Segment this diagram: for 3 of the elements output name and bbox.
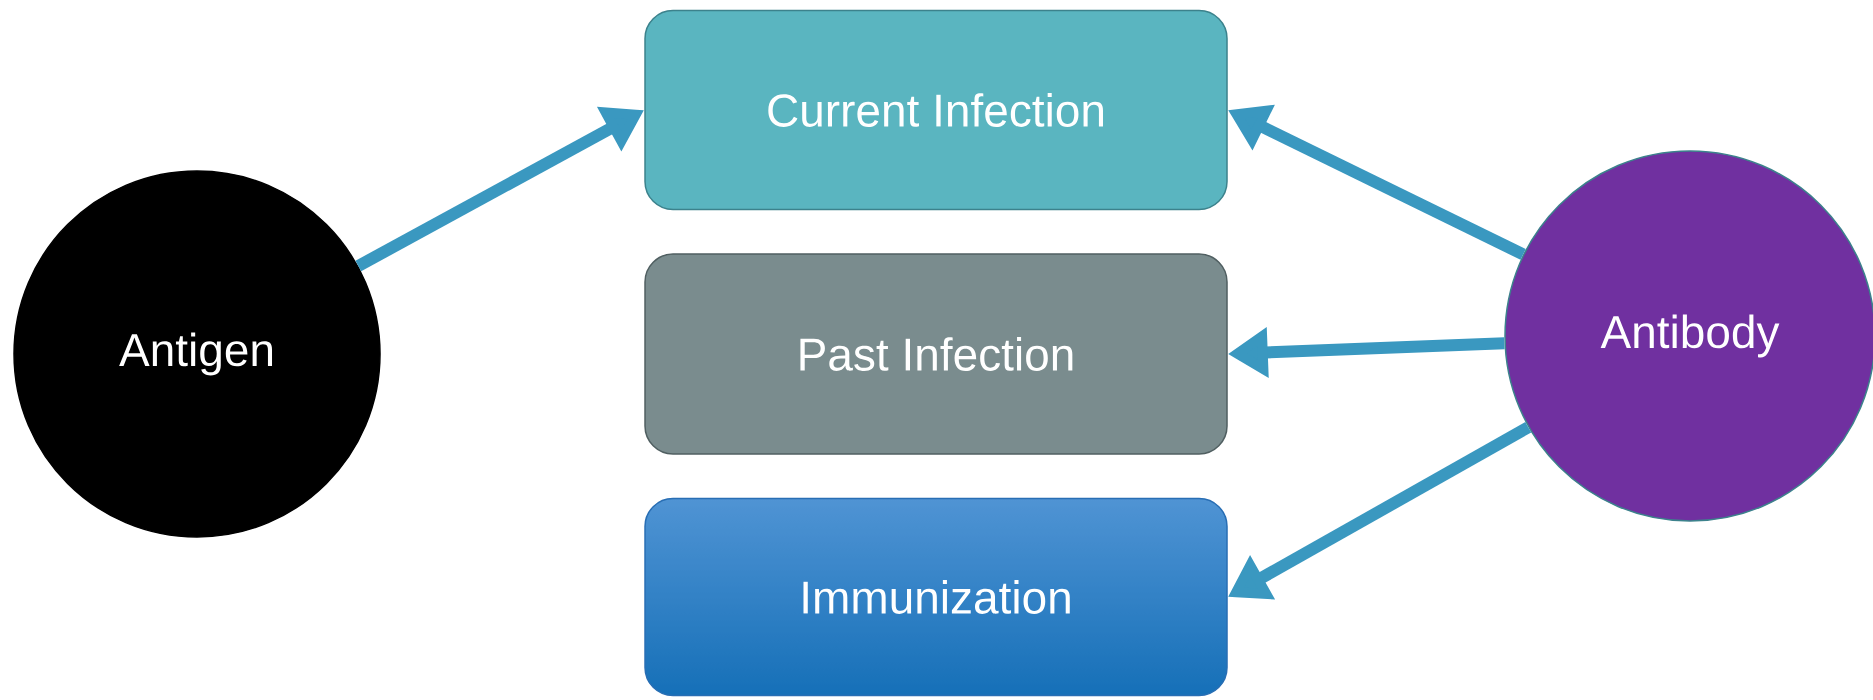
process-box: Past Infection [644,253,1228,455]
process-box: Immunization [644,497,1228,697]
process-box: Current Infection [644,9,1228,211]
